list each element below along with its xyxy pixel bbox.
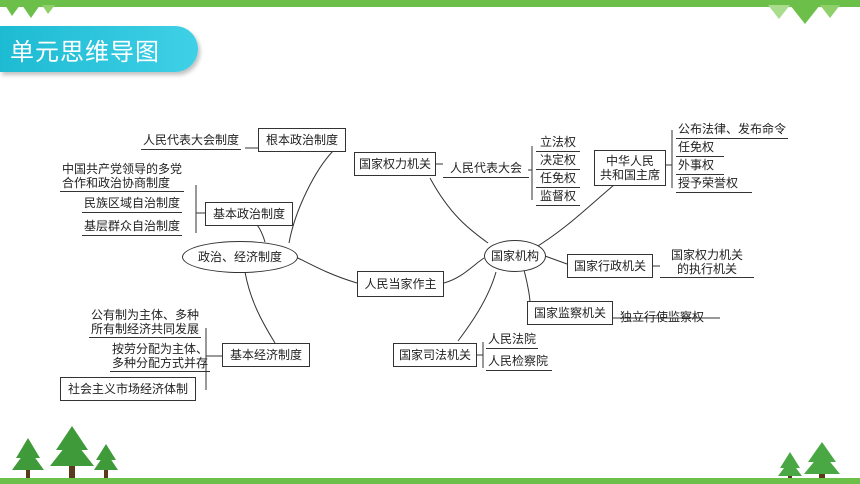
admin-organ-note: 国家权力机关 的执行机关 xyxy=(660,248,754,278)
basic-political-node: 基本政治制度 xyxy=(205,202,293,226)
power-text: 授予荣誉权 xyxy=(678,176,739,190)
connector xyxy=(666,130,673,188)
center-node: 人民当家作主 xyxy=(357,271,444,297)
item-text: 人民检察院 xyxy=(488,354,549,368)
president-power: 授予荣誉权 xyxy=(676,176,752,193)
npc-power: 监督权 xyxy=(536,189,580,206)
admin-organ-node: 国家行政机关 xyxy=(567,254,653,278)
item-text: 基层群众自治制度 xyxy=(84,219,181,233)
connector xyxy=(532,184,615,250)
power-organ-node: 国家权力机关 xyxy=(354,152,436,176)
item-line: 合作和政治协商制度 xyxy=(62,176,171,190)
politics-economy-oval: 政治、经济制度 xyxy=(182,241,298,273)
item-text: 人民法院 xyxy=(488,332,537,346)
npc-power: 任免权 xyxy=(536,171,580,188)
president-line: 中华人民 xyxy=(605,154,654,168)
basic-economic-item: 按劳分配为主体、 多种分配方式并存 xyxy=(110,342,211,372)
president-power: 公布法律、发布命令 xyxy=(676,122,789,139)
basic-political-label: 基本政治制度 xyxy=(212,207,285,221)
basic-political-item: 基层群众自治制度 xyxy=(82,219,183,236)
power-text: 公布法律、发布命令 xyxy=(678,122,787,136)
basic-economic-item: 社会主义市场经济体制 xyxy=(60,377,196,401)
item-text: 民族区域自治制度 xyxy=(84,196,181,210)
judicial-item: 人民检察院 xyxy=(486,354,552,371)
supervisory-organ-node: 国家监察机关 xyxy=(527,301,613,325)
item-line: 按劳分配为主体、 xyxy=(112,342,209,356)
note-line: 的执行机关 xyxy=(676,262,737,276)
note-text: 独立行使监察权 xyxy=(620,310,705,324)
president-line: 共和国主席 xyxy=(599,168,660,182)
basic-economic-item: 公有制为主体、多种 所有制经济共同发展 xyxy=(89,308,202,338)
power-text: 监督权 xyxy=(539,189,576,203)
connector xyxy=(288,150,334,244)
judicial-organ-label: 国家司法机关 xyxy=(398,348,471,362)
tree-decoration-right xyxy=(778,442,840,482)
supervisory-organ-label: 国家监察机关 xyxy=(533,306,606,320)
fundamental-political-label: 根本政治制度 xyxy=(265,133,338,147)
connector xyxy=(457,271,497,342)
connector xyxy=(528,146,533,200)
item-line: 所有制经济共同发展 xyxy=(91,322,200,336)
power-text: 决定权 xyxy=(539,153,576,167)
judicial-item: 人民法院 xyxy=(486,332,538,349)
judicial-organ-node: 国家司法机关 xyxy=(393,343,477,367)
connector xyxy=(523,269,531,304)
connector xyxy=(195,185,205,233)
item-line: 多种分配方式并存 xyxy=(112,356,209,370)
top-right-triangle-decoration xyxy=(768,5,840,24)
connector xyxy=(443,257,485,284)
power-text: 任免权 xyxy=(539,171,576,185)
bottom-accent-bar xyxy=(0,478,860,484)
power-organ-label: 国家权力机关 xyxy=(359,157,432,171)
fundamental-political-item: 人民代表大会制度 xyxy=(141,133,242,150)
connector xyxy=(544,255,568,265)
item-text: 人民代表大会制度 xyxy=(143,133,240,147)
connector xyxy=(477,342,484,368)
connector xyxy=(429,177,489,244)
power-text: 任免权 xyxy=(678,140,715,154)
basic-political-item: 民族区域自治制度 xyxy=(82,196,183,213)
note-line: 国家权力机关 xyxy=(670,248,743,262)
basic-economic-label: 基本经济制度 xyxy=(229,348,302,362)
center-label: 人民当家作主 xyxy=(364,277,437,291)
page-title: 单元思维导图 xyxy=(10,38,160,66)
president-power: 任免权 xyxy=(676,140,724,157)
connector xyxy=(295,256,358,284)
connector xyxy=(205,328,222,390)
title-banner: 单元思维导图 xyxy=(0,26,198,72)
politics-economy-label: 政治、经济制度 xyxy=(197,250,282,264)
president-node: 中华人民 共和国主席 xyxy=(594,150,666,186)
connector xyxy=(244,271,276,344)
supervisory-organ-note: 独立行使监察权 xyxy=(620,310,704,325)
item-line: 公有制为主体、多种 xyxy=(91,308,200,322)
item-text: 社会主义市场经济体制 xyxy=(67,382,188,396)
item-line: 中国共产党领导的多党 xyxy=(62,162,183,176)
basic-economic-node: 基本经济制度 xyxy=(222,343,310,367)
president-power: 外事权 xyxy=(676,158,724,175)
npc-power: 立法权 xyxy=(536,135,580,152)
tree-decoration-left xyxy=(12,426,118,478)
fundamental-political-node: 根本政治制度 xyxy=(258,128,346,152)
state-organs-label: 国家机构 xyxy=(490,249,539,263)
admin-organ-label: 国家行政机关 xyxy=(573,259,646,273)
power-text: 外事权 xyxy=(678,158,715,172)
top-accent-bar xyxy=(0,0,860,7)
basic-political-item: 中国共产党领导的多党 合作和政治协商制度 xyxy=(60,162,185,192)
npc-label: 人民代表大会 xyxy=(449,161,522,175)
top-left-triangle-decoration xyxy=(5,5,55,18)
power-text: 立法权 xyxy=(539,135,576,149)
npc-node: 人民代表大会 xyxy=(443,161,529,178)
npc-power: 决定权 xyxy=(536,153,580,170)
state-organs-oval: 国家机构 xyxy=(484,240,546,272)
